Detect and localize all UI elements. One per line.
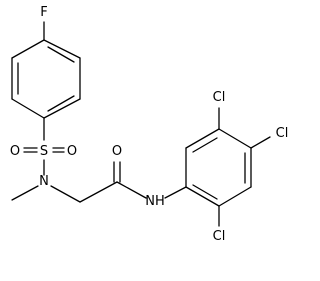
bond [218, 128, 252, 149]
chlorine-top-label: Cl [213, 90, 226, 105]
sulfonamide-nitrogen-label: N [39, 174, 49, 189]
carbonyl-oxygen-label: O [112, 144, 122, 159]
chlorine-right-label: Cl [276, 126, 289, 141]
bond-inner [192, 184, 218, 200]
chemical-structure-diagram: F S O O N O NH Cl Cl Cl [10, 5, 289, 244]
bond [164, 186, 187, 199]
bond [116, 181, 147, 199]
sulfonyl-oxygen-left-label: O [10, 144, 20, 159]
bond [11, 185, 39, 201]
bond-inner [192, 137, 218, 153]
amide-nitrogen-label: NH [145, 194, 165, 209]
structure-canvas: F S O O N O NH Cl Cl Cl [10, 5, 289, 244]
bond [218, 186, 252, 207]
chlorine-bottom-label: Cl [213, 229, 226, 244]
bond [50, 185, 81, 203]
sulfonyl-oxygen-right-label: O [67, 144, 77, 159]
bond [185, 128, 220, 149]
bond [43, 39, 81, 59]
bond [43, 98, 81, 119]
sulfur-atom-label: S [40, 144, 48, 159]
bond [11, 39, 45, 59]
bond [250, 136, 271, 149]
bond [185, 186, 220, 207]
bond-inner [47, 46, 75, 63]
bond-lines [11, 21, 271, 227]
bond [11, 98, 45, 119]
bond [79, 181, 118, 203]
fluorine-atom-label: F [40, 5, 47, 20]
bond-inner [47, 95, 75, 112]
